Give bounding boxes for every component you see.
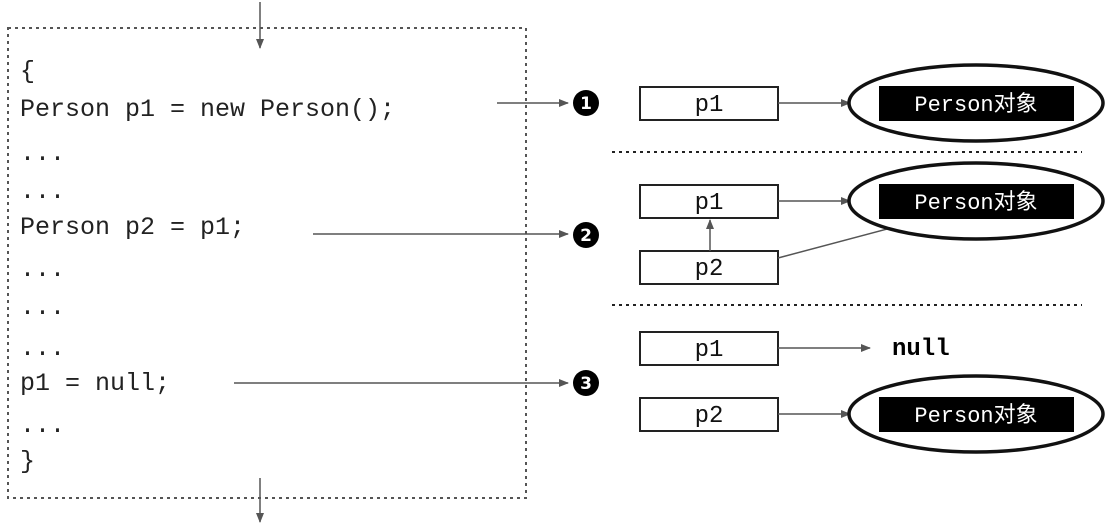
code-line-ellipsis: ... bbox=[20, 334, 65, 363]
step-marker-1 bbox=[573, 90, 599, 116]
step-1: 1 p1 Person对象 bbox=[573, 63, 1105, 143]
person-object bbox=[879, 184, 1074, 219]
variable-label-p2: p2 bbox=[695, 256, 724, 283]
code-line-open-brace: { bbox=[20, 57, 35, 86]
variable-box-p2 bbox=[639, 250, 779, 285]
person-object-label: Person对象 bbox=[914, 403, 1037, 429]
person-object-label: Person对象 bbox=[914, 190, 1037, 216]
step-2: 2 p1 p2 Person对象 bbox=[573, 161, 1105, 285]
code-line-close-brace: } bbox=[20, 447, 35, 476]
code-line-ellipsis: ... bbox=[20, 139, 65, 168]
code-line-new-person: Person p1 = new Person(); bbox=[20, 95, 395, 124]
code-line-assign-p2: Person p2 = p1; bbox=[20, 213, 245, 242]
variable-label-p1: p1 bbox=[695, 337, 724, 364]
variable-box-p2 bbox=[639, 397, 779, 432]
step-marker-1-label: 1 bbox=[580, 94, 592, 114]
variable-box-p1 bbox=[639, 184, 779, 219]
variable-box-p1 bbox=[639, 86, 779, 121]
step-marker-2 bbox=[573, 222, 599, 248]
code-block: { Person p1 = new Person(); ... ... Pers… bbox=[7, 2, 527, 523]
null-label: null bbox=[892, 336, 950, 363]
step-marker-3-label: 3 bbox=[580, 374, 592, 394]
code-line-ellipsis: ... bbox=[20, 177, 65, 206]
variable-box-p1 bbox=[639, 331, 779, 366]
code-block-border bbox=[7, 27, 527, 499]
code-line-null-p1: p1 = null; bbox=[20, 369, 170, 398]
variable-label-p1: p1 bbox=[695, 92, 724, 119]
variable-label-p1: p1 bbox=[695, 190, 724, 217]
step-marker-3 bbox=[573, 370, 599, 396]
person-object bbox=[879, 397, 1074, 432]
variable-label-p2: p2 bbox=[695, 403, 724, 430]
p2-reference-arrow bbox=[777, 222, 907, 259]
code-line-ellipsis: ... bbox=[20, 411, 65, 440]
person-object-label: Person对象 bbox=[914, 92, 1037, 118]
code-line-ellipsis: ... bbox=[20, 255, 65, 284]
person-object bbox=[879, 86, 1074, 121]
step-3: 3 p1 null p2 Person对象 bbox=[573, 331, 1105, 454]
step-marker-2-label: 2 bbox=[580, 226, 592, 246]
code-line-ellipsis: ... bbox=[20, 293, 65, 322]
